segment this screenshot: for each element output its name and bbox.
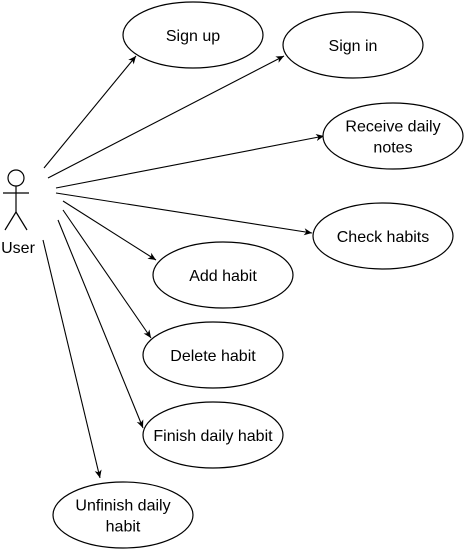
use-case-label: Receive daily bbox=[345, 119, 440, 136]
association-arrow-notes bbox=[55, 134, 325, 189]
use-case-label: Delete habit bbox=[170, 348, 256, 365]
use-case-label: Finish daily habit bbox=[153, 428, 273, 445]
use-case-label: Unfinish daily bbox=[75, 498, 170, 515]
use-case-ellipse bbox=[142, 321, 284, 389]
use-case-signin: Sign in bbox=[282, 11, 424, 79]
association-arrow-delete bbox=[62, 209, 152, 339]
use-case-ellipse bbox=[152, 241, 294, 309]
use-case-ellipse bbox=[312, 202, 454, 270]
use-case-unfinish: Unfinish daily habit bbox=[52, 481, 194, 549]
actor-right-leg bbox=[15, 211, 28, 231]
use-case-ellipse bbox=[122, 1, 264, 69]
use-case-notes: Receive daily notes bbox=[322, 102, 464, 170]
use-case-ellipse bbox=[52, 481, 194, 549]
use-case-ellipse bbox=[142, 401, 284, 469]
use-case-label: notes bbox=[373, 140, 412, 157]
use-case-signup: Sign up bbox=[122, 1, 264, 69]
use-case-label: Add habit bbox=[189, 268, 257, 285]
use-case-label: habit bbox=[106, 519, 141, 536]
actor-left-leg bbox=[4, 211, 17, 231]
association-arrow-signup bbox=[43, 55, 137, 169]
actor-name: User bbox=[1, 240, 35, 257]
actor-head bbox=[7, 169, 25, 187]
use-case-label: Check habits bbox=[337, 229, 430, 246]
use-case-finish: Finish daily habit bbox=[142, 401, 284, 469]
association-arrow-unfinish bbox=[42, 239, 102, 479]
use-case-check: Check habits bbox=[312, 202, 454, 270]
use-case-delete: Delete habit bbox=[142, 321, 284, 389]
association-arrow-add bbox=[62, 200, 157, 261]
use-case-label: Sign in bbox=[329, 38, 378, 55]
use-case-label: Sign up bbox=[166, 28, 220, 45]
association-arrow-finish bbox=[57, 219, 144, 429]
actor-user: User bbox=[1, 169, 36, 257]
association-arrow-check bbox=[55, 192, 313, 236]
association-arrow-signin bbox=[47, 55, 285, 179]
associations bbox=[42, 55, 325, 479]
use-case-add: Add habit bbox=[152, 241, 294, 309]
use-case-ellipse bbox=[322, 102, 464, 170]
use-case-ellipse bbox=[282, 11, 424, 79]
